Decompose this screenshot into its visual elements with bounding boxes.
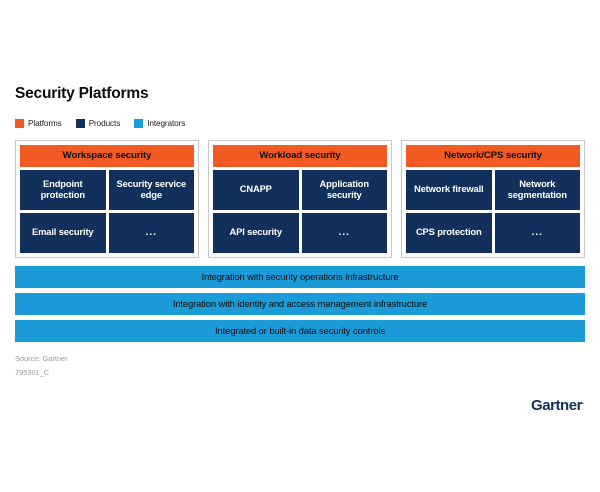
grid-cell-cps-protection: CPS protection xyxy=(406,212,492,253)
grid-cell-network-segmentation: Network segmentation xyxy=(494,169,580,210)
legend-swatch-platforms xyxy=(15,119,24,128)
legend-item-products: Products xyxy=(75,119,121,128)
grid-cell-security-service-edge: Security service edge xyxy=(108,169,194,210)
source-attribution: Source: Gartner xyxy=(15,354,68,363)
grid-cell-network-more: ... xyxy=(494,212,580,253)
group-header-network-cps-security: Network/CPS security xyxy=(406,145,580,167)
legend-label-platforms: Platforms xyxy=(28,119,62,128)
security-platform-groups: Workspace security Endpoint protection S… xyxy=(15,140,585,258)
source-block: Source: Gartner 795301_C xyxy=(15,352,68,379)
integration-bars: Integration with security operations inf… xyxy=(15,266,585,342)
legend-swatch-products xyxy=(75,119,85,128)
legend-item-integrators: Integrators xyxy=(134,119,185,128)
page-title: Security Platforms xyxy=(15,85,149,102)
group-header-workload-security: Workload security xyxy=(213,145,387,167)
group-header-workspace-security: Workspace security xyxy=(20,145,194,167)
group-grid-workload-security: CNAPP Application security API security … xyxy=(213,169,387,253)
grid-cell-email-security: Email security xyxy=(20,212,106,253)
gartner-logo-text: Gartner xyxy=(531,397,583,414)
grid-cell-workload-more: ... xyxy=(301,212,387,253)
group-card-workspace-security: Workspace security Endpoint protection S… xyxy=(15,140,199,258)
legend-label-integrators: Integrators xyxy=(147,119,186,128)
legend-label-products: Products xyxy=(88,119,121,128)
group-grid-network-cps-security: Network firewall Network segmentation CP… xyxy=(406,169,580,253)
integration-bar-security-operations: Integration with security operations inf… xyxy=(15,266,585,288)
grid-cell-cnapp: CNAPP xyxy=(213,169,299,210)
gartner-logo-mark: . xyxy=(582,399,584,406)
group-grid-workspace-security: Endpoint protection Security service edg… xyxy=(20,169,194,253)
legend-swatch-integrators xyxy=(134,119,144,128)
gartner-logo: Gartner. xyxy=(531,397,584,414)
grid-cell-workspace-more: ... xyxy=(108,212,194,253)
group-card-workload-security: Workload security CNAPP Application secu… xyxy=(208,140,392,258)
grid-cell-application-security: Application security xyxy=(301,169,387,210)
grid-cell-network-firewall: Network firewall xyxy=(406,169,492,210)
integration-bar-data-security-controls: Integrated or built-in data security con… xyxy=(15,320,585,342)
document-id: 795301_C xyxy=(15,367,50,377)
group-card-network-cps-security: Network/CPS security Network firewall Ne… xyxy=(401,140,585,258)
legend: Platforms Products Integrators xyxy=(15,119,185,128)
grid-cell-api-security: API security xyxy=(213,212,299,253)
integration-bar-identity-access-management: Integration with identity and access man… xyxy=(15,293,585,315)
grid-cell-endpoint-protection: Endpoint protection xyxy=(20,169,106,210)
legend-item-platforms: Platforms xyxy=(15,119,62,128)
